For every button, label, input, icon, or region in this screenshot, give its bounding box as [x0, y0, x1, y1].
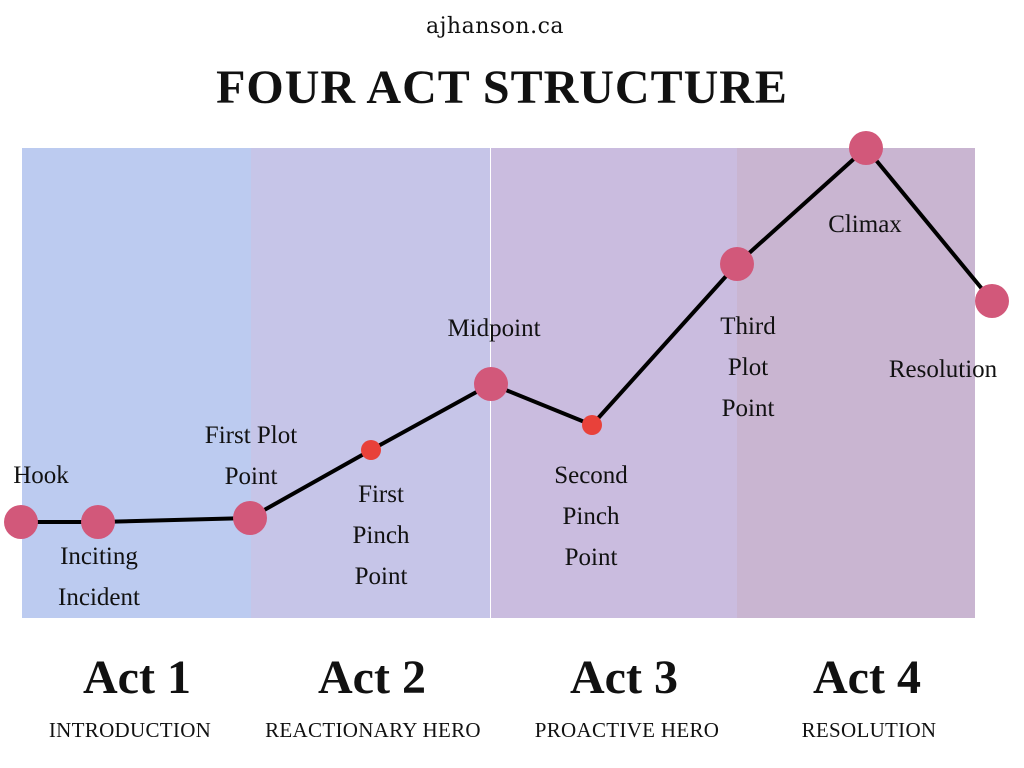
- act-4-subtitle: RESOLUTION: [801, 718, 937, 742]
- act-1-subtitle: INTRODUCTION: [48, 718, 212, 742]
- label-second-pinch-point: Second Pinch Point: [554, 462, 628, 571]
- page-title: FOUR ACT STRUCTURE: [216, 61, 788, 114]
- point-climax: [849, 131, 883, 165]
- point-resolution: [975, 284, 1009, 318]
- label-climax: Climax: [828, 211, 902, 238]
- label-first-plot-point: First Plot Point: [204, 422, 298, 490]
- act-3-band: [491, 148, 737, 618]
- act-4-title: Act 4: [813, 651, 921, 704]
- act-3-subtitle: PROACTIVE HERO: [534, 718, 720, 742]
- label-resolution: Resolution: [888, 356, 998, 383]
- site-url: ajhanson.ca: [425, 14, 565, 39]
- point-second-pinch-point: [582, 415, 602, 435]
- point-first-pinch-point: [361, 440, 381, 460]
- label-first-pinch-point: First Pinch Point: [352, 481, 410, 590]
- act-1-band: [22, 148, 251, 618]
- label-hook: Hook: [13, 462, 69, 489]
- label-third-plot-point: Third Plot Point: [720, 313, 776, 422]
- point-first-plot-point: [233, 501, 267, 535]
- act-2-subtitle: REACTIONARY HERO: [265, 718, 481, 742]
- point-inciting-incident: [81, 505, 115, 539]
- label-inciting-incident: Inciting Incident: [58, 543, 140, 611]
- label-midpoint: Midpoint: [447, 315, 541, 342]
- act-2-band: [251, 148, 490, 618]
- act-2-title: Act 2: [318, 651, 426, 704]
- point-midpoint: [474, 367, 508, 401]
- act-1-title: Act 1: [83, 651, 191, 704]
- act-3-title: Act 3: [570, 651, 678, 704]
- point-third-plot-point: [720, 247, 754, 281]
- point-hook: [4, 505, 38, 539]
